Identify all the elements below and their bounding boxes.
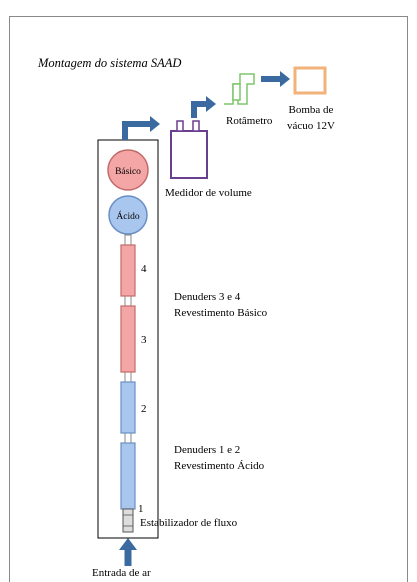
meter-to-rotameter-arrow-head (206, 96, 216, 112)
denuders-12-label: Denuders 1 e 2 (174, 444, 241, 456)
connector (124, 234, 132, 246)
denuder-number-2: 2 (141, 403, 147, 415)
vacuum-pump (293, 66, 327, 95)
figure-frame (9, 16, 408, 582)
denuder-1 (120, 442, 136, 510)
denuders-12-coating-label: Revestimento Ácido (174, 460, 265, 472)
denuder-number-1: 1 (138, 503, 144, 515)
outlet-arrow-head (150, 116, 160, 132)
pump-label-line2: vácuo 12V (287, 120, 335, 132)
denuder-4 (120, 244, 136, 297)
denuders-34-label: Denuders 3 e 4 (174, 291, 241, 303)
denuder-2 (120, 381, 136, 434)
meter-outlet (192, 120, 200, 132)
volume-meter-label: Medidor de volume (165, 187, 252, 199)
basic-filter-label: Básico (115, 167, 141, 177)
meter-to-rotameter-arrow (191, 101, 206, 118)
rotameter-label: Rotâmetro (226, 115, 273, 127)
denuder-number-3: 3 (141, 334, 147, 346)
acid-filter-label: Ácido (116, 210, 139, 222)
meter-inlet (176, 120, 184, 132)
pump-label-line1: Bomba de (288, 104, 334, 116)
flow-stabilizer-label: Estabilizador de fluxo (140, 517, 238, 529)
volume-meter (170, 130, 208, 179)
connector (124, 371, 132, 383)
rotameter-to-pump-arrow-head (280, 71, 290, 87)
denuder-number-4: 4 (141, 263, 147, 275)
flow-stabilizer (122, 508, 134, 533)
acid-filter (108, 195, 148, 235)
air-inlet-label: Entrada de ar (92, 567, 151, 579)
connector (124, 295, 132, 307)
inlet-arrow-head (119, 538, 137, 550)
rotameter-tube (232, 83, 241, 101)
outlet-arrow (122, 121, 150, 140)
basic-filter (107, 149, 149, 191)
denuders-34-coating-label: Revestimento Básico (174, 307, 268, 319)
connector (124, 432, 132, 444)
denuder-3 (120, 305, 136, 373)
diagram-title: Montagem do sistema SAAD (38, 56, 182, 70)
